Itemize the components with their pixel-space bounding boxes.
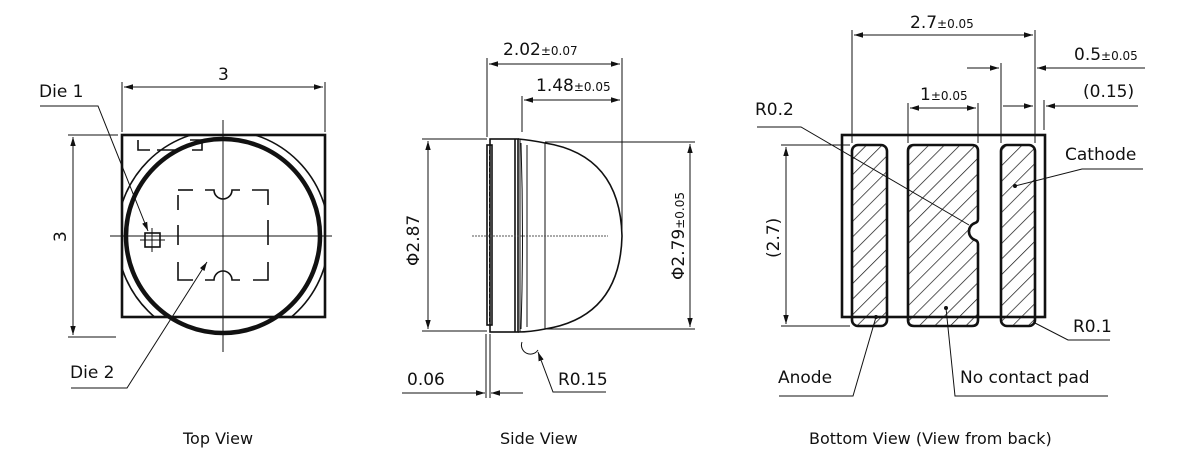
die-1-label: Die 1: [39, 82, 84, 102]
die-1-outline: [140, 228, 165, 252]
radius-dimension: R0.15: [558, 370, 608, 390]
body-diameter-dimension: Φ2.87: [404, 215, 424, 266]
lens-length-dimension: 1.48±0.05: [536, 76, 611, 96]
pad-height-dimension: (2.7): [764, 218, 784, 258]
bottom-view-caption: Bottom View (View from back): [809, 429, 1052, 448]
lens-dome: [517, 138, 623, 333]
edge-gap-dimension: (0.15): [1083, 82, 1134, 102]
anode-pad: [850, 143, 889, 328]
no-contact-pad: [906, 143, 980, 328]
side-view: 2.02±0.07 1.48±0.05 Φ2.87 Φ2.79±0.05 0.0…: [402, 40, 695, 448]
bottom-view: 2.7±0.05 0.5±0.05 (0.15) 1±0.05 (2.7) R0…: [755, 13, 1145, 448]
cathode-label: Cathode: [1065, 145, 1136, 165]
corner-radius-label: R0.1: [1073, 317, 1112, 337]
width-dimension: 3: [218, 65, 229, 85]
pad-span-dimension: 2.7±0.05: [910, 13, 974, 33]
cathode-width-dimension: 0.5±0.05: [1074, 45, 1138, 65]
top-view-caption: Top View: [182, 429, 253, 448]
lens-diameter-dimension: Φ2.79±0.05: [669, 192, 689, 280]
notch-radius-label: R0.2: [755, 100, 794, 120]
height-dimension: 3: [51, 231, 71, 242]
cathode-pad: [999, 143, 1037, 328]
no-contact-pad-label: No contact pad: [960, 368, 1090, 388]
side-view-caption: Side View: [500, 429, 578, 448]
offset-dimension: 0.06: [407, 370, 445, 390]
anode-label: Anode: [778, 368, 832, 388]
overall-length-dimension: 2.02±0.07: [503, 40, 578, 60]
center-pad-width-dimension: 1±0.05: [920, 85, 968, 105]
die-2-label: Die 2: [70, 363, 115, 383]
die-2-outline: [177, 189, 269, 281]
top-view: 3 3 Die 1 Die 2 Top View: [39, 65, 332, 448]
